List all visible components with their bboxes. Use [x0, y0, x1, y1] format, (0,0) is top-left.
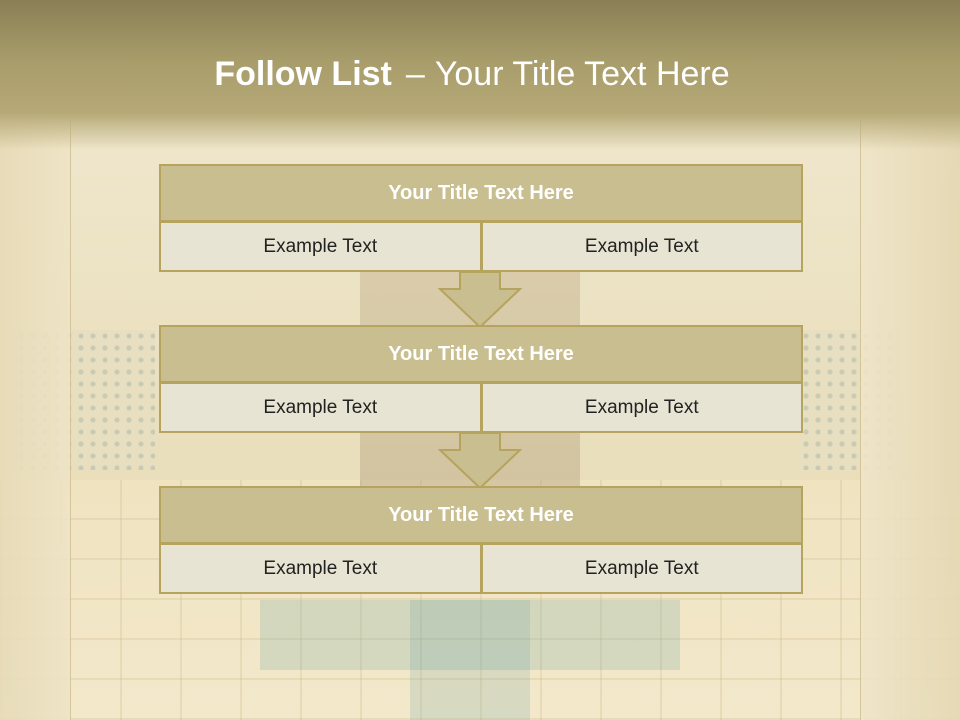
block-title: Your Title Text Here	[161, 488, 801, 542]
list-block-2: Your Title Text Here Example Text Exampl…	[159, 325, 803, 433]
slide-title-dash: –	[405, 55, 425, 93]
list-block-3: Your Title Text Here Example Text Exampl…	[159, 486, 803, 594]
slide-title-rest: Your Title Text Here	[434, 55, 730, 93]
down-arrow-icon	[438, 432, 522, 490]
down-arrow-icon	[438, 271, 522, 329]
background-pillar-right	[860, 120, 960, 720]
block-row: Example Text Example Text	[161, 545, 801, 592]
block-cell-left: Example Text	[161, 384, 480, 431]
list-block-1: Your Title Text Here Example Text Exampl…	[159, 164, 803, 272]
block-cell-left: Example Text	[161, 545, 480, 592]
slide-title-bold: Follow List	[214, 55, 392, 93]
block-cell-right: Example Text	[482, 384, 801, 431]
block-title: Your Title Text Here	[161, 166, 801, 220]
block-cell-right: Example Text	[482, 223, 801, 270]
block-cell-left: Example Text	[161, 223, 480, 270]
block-title: Your Title Text Here	[161, 327, 801, 381]
block-cell-right: Example Text	[482, 545, 801, 592]
background-pillar-left	[0, 120, 71, 720]
slide-title: Follow List–Your Title Text Here	[0, 52, 944, 96]
background-fountain-channel	[410, 600, 530, 720]
block-row: Example Text Example Text	[161, 384, 801, 431]
block-row: Example Text Example Text	[161, 223, 801, 270]
header-band	[0, 0, 960, 150]
background-fountain	[260, 600, 680, 670]
